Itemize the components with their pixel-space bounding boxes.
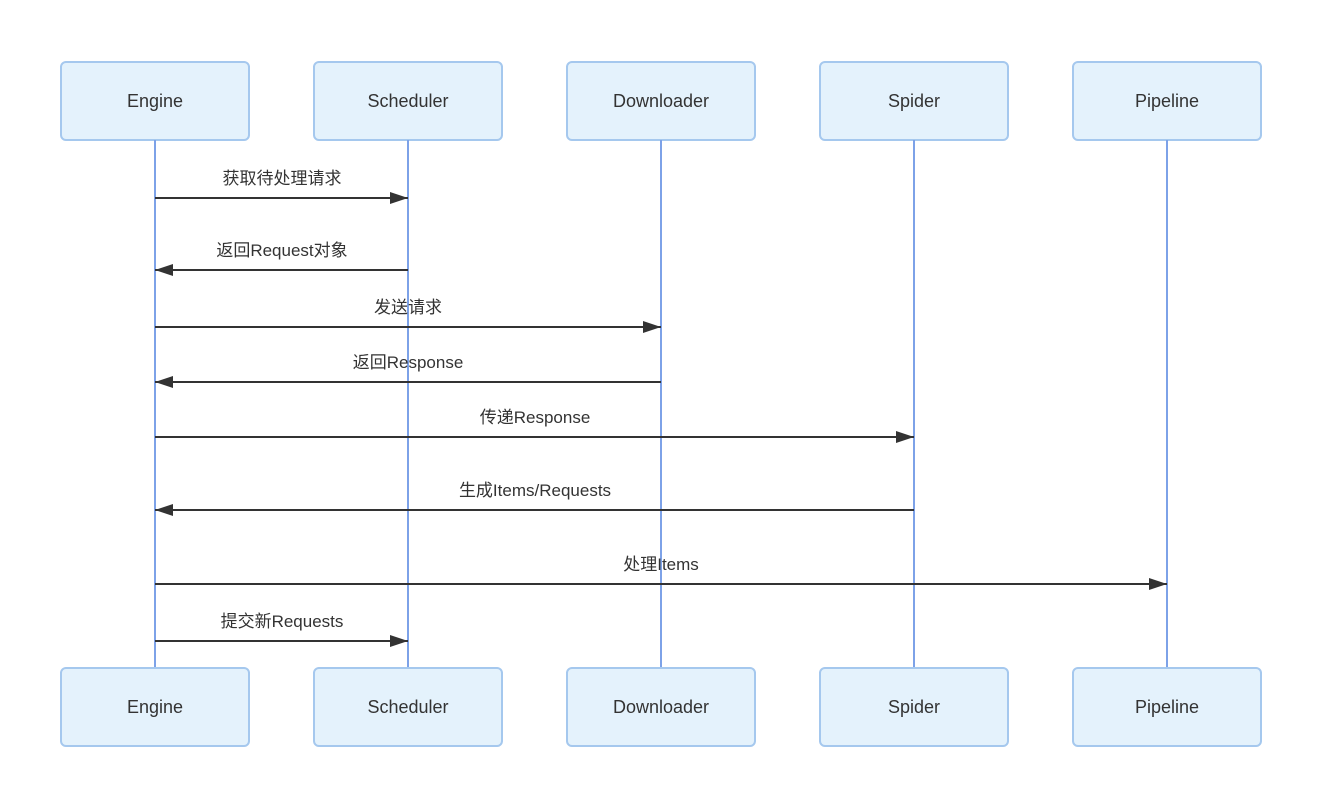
message-line [155, 326, 661, 328]
actor-box-pipeline-top: Pipeline [1072, 61, 1262, 141]
arrowhead-left-icon [155, 264, 173, 276]
message-line [155, 640, 408, 642]
arrowhead-right-icon [1149, 578, 1167, 590]
lifeline-pipeline [1166, 140, 1168, 668]
arrowhead-right-icon [390, 192, 408, 204]
lifeline-engine [154, 140, 156, 668]
lifeline-scheduler [407, 140, 409, 668]
message-line [155, 509, 914, 511]
lifeline-spider [913, 140, 915, 668]
actor-box-pipeline-bottom: Pipeline [1072, 667, 1262, 747]
message-line [155, 197, 408, 199]
arrowhead-right-icon [390, 635, 408, 647]
message-label: 获取待处理请求 [222, 169, 342, 188]
actor-box-scheduler-top: Scheduler [313, 61, 503, 141]
lifeline-downloader [660, 140, 662, 668]
message-label: 返回Response [352, 353, 464, 372]
message-label: 处理Items [623, 555, 699, 574]
message-label: 提交新Requests [220, 612, 344, 631]
arrowhead-right-icon [896, 431, 914, 443]
message-line [155, 269, 408, 271]
actor-box-engine-bottom: Engine [60, 667, 250, 747]
message-label: 传递Response [479, 408, 591, 427]
arrowhead-left-icon [155, 504, 173, 516]
message-line [155, 436, 914, 438]
message-line [155, 583, 1167, 585]
actor-box-spider-bottom: Spider [819, 667, 1009, 747]
actor-box-engine-top: Engine [60, 61, 250, 141]
message-label: 发送请求 [374, 298, 442, 317]
message-label: 生成Items/Requests [458, 481, 612, 500]
message-line [155, 381, 661, 383]
actor-box-downloader-top: Downloader [566, 61, 756, 141]
actor-box-downloader-bottom: Downloader [566, 667, 756, 747]
arrowhead-left-icon [155, 376, 173, 388]
actor-box-scheduler-bottom: Scheduler [313, 667, 503, 747]
message-label: 返回Request对象 [216, 241, 348, 260]
actor-box-spider-top: Spider [819, 61, 1009, 141]
arrowhead-right-icon [643, 321, 661, 333]
